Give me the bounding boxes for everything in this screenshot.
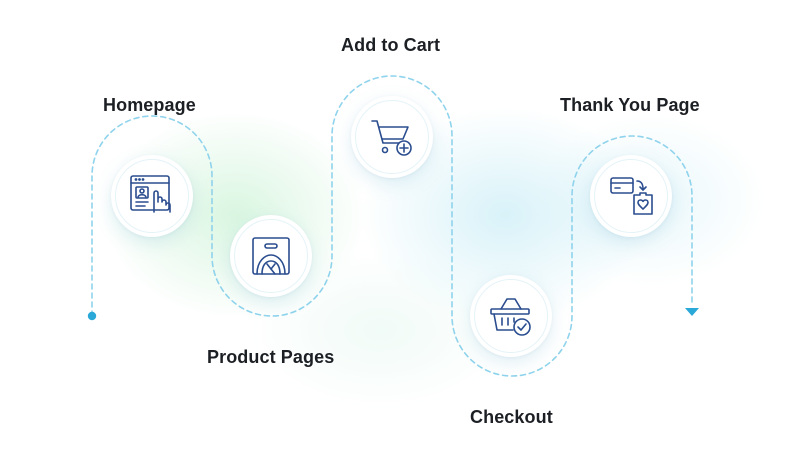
dashed-connector [91,75,693,377]
step-thank-you-label: Thank You Page [560,95,700,115]
step-checkout-node [470,275,552,357]
web-page-pointer-icon [130,175,171,213]
end-arrow-icon [685,308,699,316]
card-to-bag-heart-icon [610,177,653,215]
step-checkout-label: Checkout [470,407,553,427]
step-product-pages-node [230,215,312,297]
cart-plus-icon [371,120,412,156]
step-thank-you-node [590,155,672,237]
step-homepage-label: Homepage [103,95,196,115]
basket-check-icon [490,298,531,336]
step-add-to-cart-node [351,96,433,178]
start-dot [87,311,97,321]
step-add-to-cart-label: Add to Cart [341,35,441,55]
step-product-pages-label: Product Pages [207,347,335,367]
shopping-bag-icon [252,237,290,275]
step-homepage-node [111,155,193,237]
